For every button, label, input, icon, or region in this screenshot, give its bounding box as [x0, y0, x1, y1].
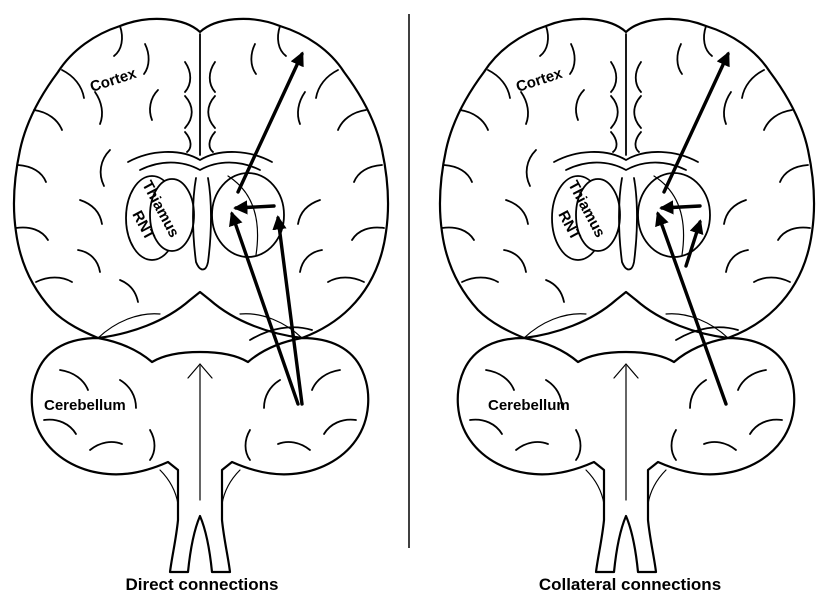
caption-collateral: Collateral connections	[539, 575, 721, 594]
arrow-rnt-to-thalamus	[662, 206, 700, 208]
panel-collateral: Cortex Thiamus RNT Cerebellum Collateral…	[440, 19, 814, 594]
cerebellum-label: Cerebellum	[488, 397, 570, 414]
arrow-rnt-to-thalamus	[236, 206, 274, 208]
brain-drawing-direct	[14, 19, 388, 572]
caption-direct: Direct connections	[125, 575, 278, 594]
brain-drawing-collateral	[440, 19, 814, 572]
cerebellum-label: Cerebellum	[44, 397, 126, 414]
panel-direct: Cortex Thiamus RNT Cerebellum Direct con…	[14, 19, 388, 594]
